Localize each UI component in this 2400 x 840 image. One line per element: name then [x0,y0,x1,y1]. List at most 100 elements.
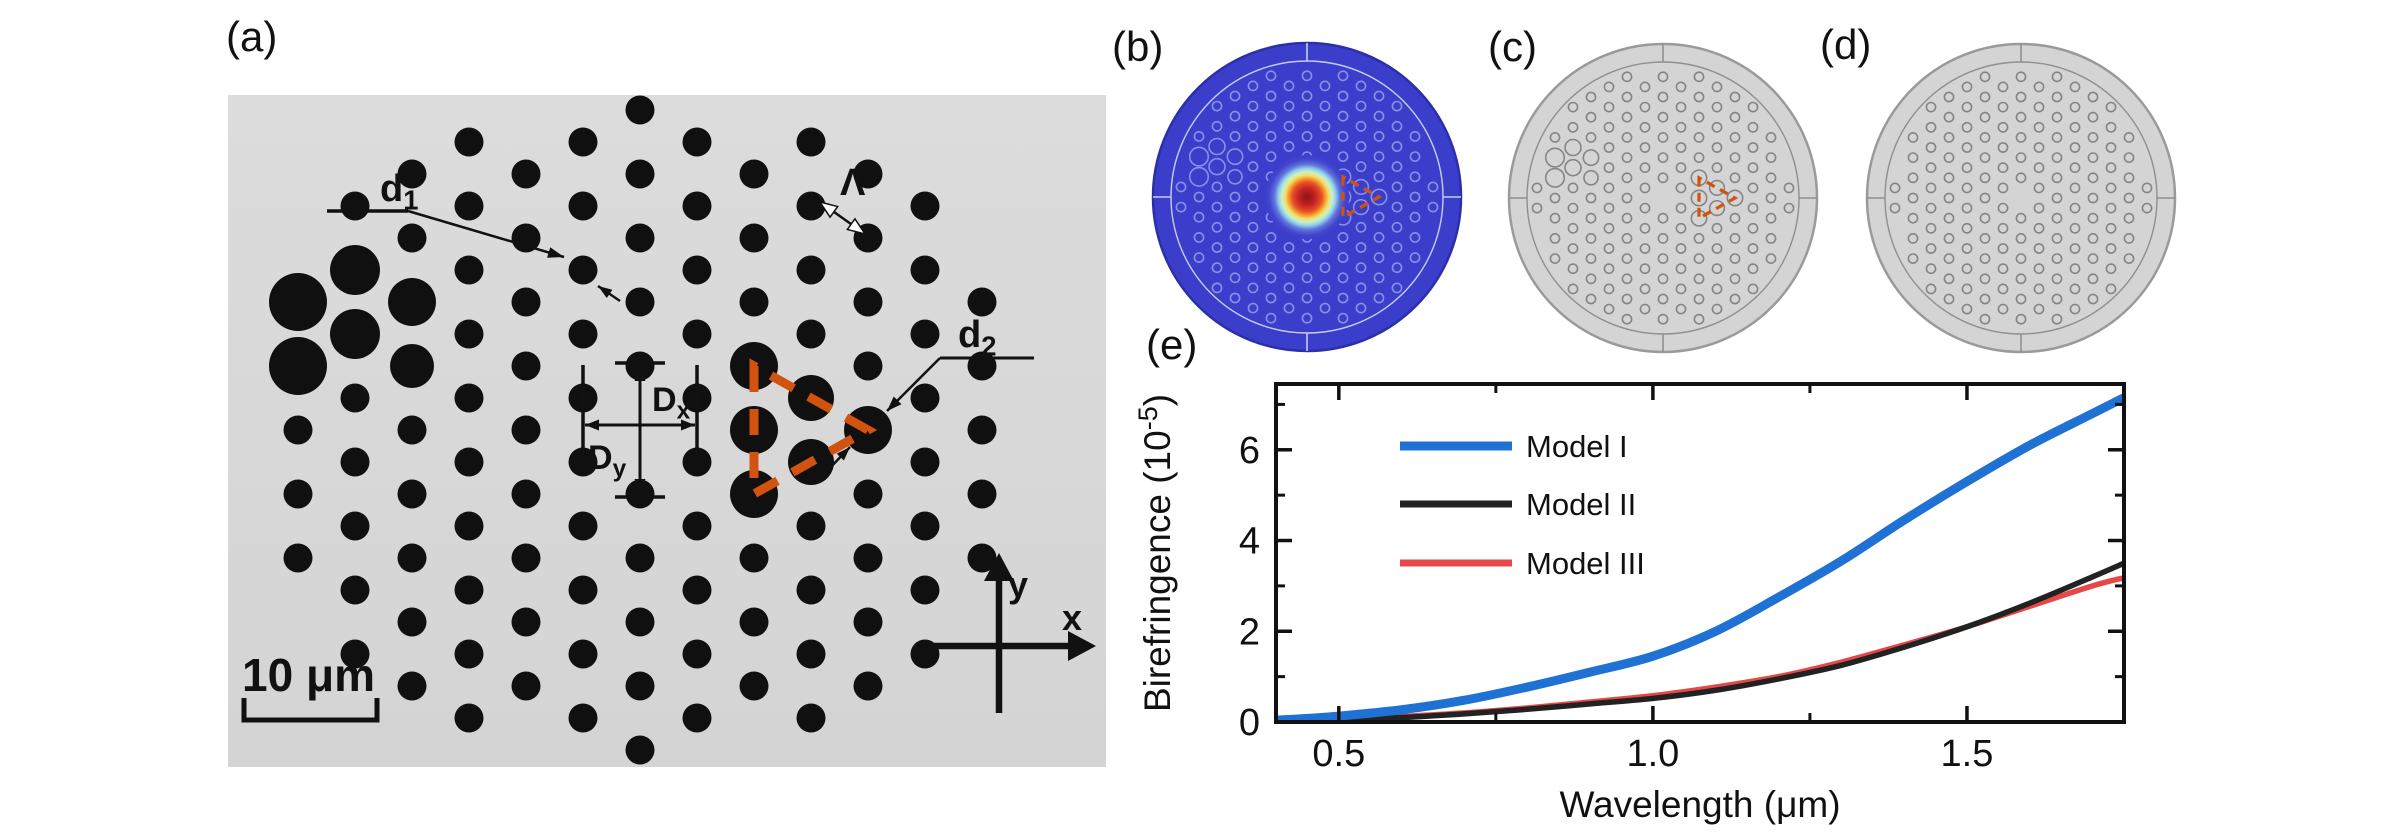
air-hole [283,479,313,509]
air-hole [1391,141,1403,152]
air-hole [1925,162,1937,174]
air-hole [1603,222,1615,234]
air-hole [1639,243,1651,254]
air-hole [1427,181,1439,193]
air-hole [1229,191,1241,203]
air-hole [568,255,598,285]
air-hole [2105,162,2117,174]
air-hole [1301,292,1313,304]
air-hole [1355,120,1367,132]
air-hole [2069,81,2081,93]
air-hole [1567,101,1579,113]
air-hole [2033,142,2045,153]
air-hole [2033,222,2045,234]
air-hole [1943,91,1955,103]
air-hole [1889,202,1901,214]
orange-dashed-triangle [749,358,878,502]
air-hole [1583,169,1599,186]
air-hole [2051,313,2063,325]
air-hole [1621,313,1633,325]
air-hole [682,639,712,669]
air-hole [1675,142,1687,153]
air-hole [1979,212,1991,224]
air-hole [1621,172,1633,184]
air-hole [1373,110,1385,122]
air-hole [1337,292,1349,304]
air-hole [1657,111,1669,123]
air-hole [625,287,655,317]
air-hole [330,309,380,359]
air-hole [682,447,712,477]
air-hole [1907,232,1919,244]
air-hole [1227,168,1243,185]
air-hole [853,671,883,701]
plot-frame [1274,382,2126,724]
air-hole [1925,243,1937,254]
air-hole [454,127,484,157]
air-hole [853,607,883,637]
air-hole [1319,100,1331,112]
air-hole [1925,202,1937,214]
panel-d-label: (d) [1820,21,1872,68]
air-hole [397,479,427,509]
air-hole [1783,202,1795,214]
air-hole [2105,121,2117,133]
air-hole [910,191,940,221]
air-hole [1925,222,1937,234]
air-hole [2051,71,2063,83]
air-hole [1621,293,1633,305]
air-hole [340,639,370,669]
air-hole [397,223,427,253]
air-hole [1621,71,1633,83]
air-hole [910,383,940,413]
air-hole [1889,182,1901,194]
air-hole [1693,313,1705,325]
xy-axes: yx [933,553,1096,713]
air-hole [1188,166,1210,187]
air-hole [1621,232,1633,244]
air-hole [967,415,997,445]
air-hole [1373,211,1385,223]
air-hole [2105,263,2117,275]
air-hole [2033,162,2045,174]
air-hole [1943,293,1955,305]
air-hole [1391,242,1403,253]
air-hole [1621,253,1633,264]
air-hole [454,447,484,477]
air-hole [1765,192,1777,204]
curve-model-iii [1276,574,2124,722]
air-hole [1621,91,1633,103]
air-hole [2105,202,2117,214]
air-hole [1711,121,1723,133]
air-hole [1943,232,1955,244]
air-hole [1603,283,1615,295]
air-hole [1531,182,1543,194]
air-hole [682,575,712,605]
air-hole [1337,131,1349,142]
air-hole [1693,293,1705,305]
air-hole [1621,152,1633,163]
air-hole [1979,192,1991,204]
fiber-model-uniform-holes [1865,42,2177,354]
air-hole [1925,182,1937,194]
air-hole [1765,212,1777,224]
air-hole [967,479,997,509]
air-hole [682,319,712,349]
air-hole [1549,192,1561,204]
air-hole [397,607,427,637]
air-hole [1729,232,1741,244]
air-hole [2051,212,2063,224]
air-hole [2015,313,2027,325]
air-hole [1747,283,1759,295]
scale-bar: 10 μm [241,649,380,723]
air-hole [1675,303,1687,315]
air-hole [1765,232,1777,244]
air-hole [2069,243,2081,254]
air-hole [1961,243,1973,254]
axis-x-label: x [1062,597,1082,638]
air-hole [1693,253,1705,264]
air-hole [340,575,370,605]
air-hole [1961,202,1973,214]
